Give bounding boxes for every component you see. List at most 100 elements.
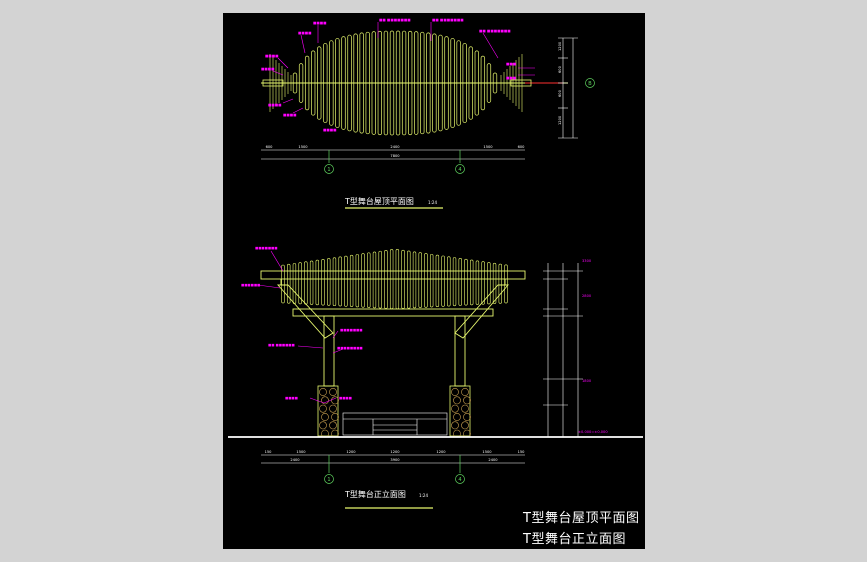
plan-rafter [377, 30, 382, 136]
svg-text:■■■■: ■■■■ [265, 54, 279, 58]
plan-rafter [432, 33, 437, 133]
plan-rafter [383, 30, 389, 136]
elev-rafter [424, 253, 428, 308]
elev-left-stone-base [317, 385, 339, 438]
svg-text:■■■■: ■■■■ [313, 21, 327, 25]
elev-right-stone-base [449, 385, 471, 438]
plan-rafter [341, 36, 346, 130]
svg-text:600: 600 [558, 65, 562, 73]
svg-text:2400: 2400 [488, 458, 498, 462]
elevation-scale: 1:24 [419, 493, 428, 498]
plan-leader-notes: ■■ ■■■■■■■ ■■ ■■■■■■■ ■■ ■■■■■■■ ■■■■ ■■… [261, 18, 517, 132]
elev-rafter [447, 256, 451, 307]
svg-text:1200: 1200 [558, 41, 562, 51]
elev-rafter [412, 251, 417, 309]
elev-axis-4: 4 [458, 477, 461, 483]
elev-rafter [418, 252, 422, 308]
elev-dimension-chain [261, 454, 525, 464]
elev-level-low: 1800 [582, 379, 592, 383]
sheet-title-line1: T型舞台屋顶平面图 [523, 511, 640, 526]
plan-dimension-text: 600 1500 2400 1500 600 7800 [266, 145, 526, 158]
plan-rafter [365, 31, 370, 135]
svg-text:■■■■: ■■■■ [261, 67, 275, 71]
plan-right-dim-text: 1200 600 600 1200 [558, 41, 562, 125]
plan-rafter [359, 32, 364, 134]
plan-rafter [292, 72, 298, 94]
plan-rafter [353, 33, 358, 133]
elev-rafter [321, 258, 325, 306]
plan-dim-total: 7800 [390, 154, 400, 158]
plan-dim-3: 2400 [390, 145, 400, 149]
elev-rafter [372, 251, 377, 309]
plan-rafter [401, 30, 407, 136]
elev-rafter [298, 262, 302, 305]
plan-axis-b: B [588, 81, 592, 87]
elev-rafter [407, 250, 411, 309]
sheet-title-line2: T型舞台正立面图 [523, 532, 626, 547]
plan-rafter [371, 31, 376, 135]
plan-rafter [408, 30, 413, 136]
elev-leaders [257, 250, 344, 404]
elev-rafter [292, 263, 297, 304]
plan-rafter [329, 40, 334, 126]
elev-rafter [475, 260, 480, 305]
elev-rafter [384, 249, 388, 309]
elev-level-mid: 2800 [582, 294, 592, 298]
svg-text:1200: 1200 [436, 450, 446, 454]
elev-bench [342, 412, 448, 436]
elev-rafter [458, 258, 462, 306]
roof-plan-view: ■■ ■■■■■■■ ■■ ■■■■■■■ ■■ ■■■■■■■ ■■■■ ■■… [261, 18, 595, 209]
elev-dimension-text: 150 1500 1200 1200 1200 1500 150 2400 39… [265, 450, 526, 462]
plan-dimension-chain [261, 149, 525, 160]
elev-rafter [469, 259, 474, 306]
svg-text:■■■■: ■■■■ [285, 396, 298, 400]
elev-rafter [452, 257, 457, 307]
elev-rafter [464, 258, 468, 306]
elev-rafter [344, 255, 348, 307]
svg-text:■■ ■■■■■■: ■■ ■■■■■■ [268, 343, 295, 347]
plan-rafter [298, 63, 304, 103]
elev-rafter [304, 261, 308, 305]
elev-rafter [481, 261, 485, 305]
plan-axis-bubbles [324, 78, 595, 174]
elev-rafter [349, 254, 354, 307]
plan-rafter [438, 34, 443, 132]
svg-text:600: 600 [558, 89, 562, 97]
elev-rafter [327, 258, 331, 306]
plan-left-end-beam [262, 79, 284, 87]
elev-rafter [498, 263, 502, 304]
elev-rafter [287, 263, 291, 304]
svg-text:■■ ■■■■■■■: ■■ ■■■■■■■ [379, 18, 411, 22]
plan-rafter [395, 30, 401, 136]
plan-rafter [426, 32, 431, 134]
plan-leaders [272, 22, 535, 114]
elev-rafter [315, 259, 320, 306]
svg-text:■■■: ■■■ [506, 62, 517, 66]
elev-rafter [361, 253, 365, 308]
elev-rafter [429, 253, 434, 308]
svg-text:1200: 1200 [558, 115, 562, 125]
plan-rafter [389, 30, 395, 136]
elev-rafter [332, 257, 337, 307]
plan-title: T型舞台屋顶平面图 [344, 196, 414, 206]
svg-text:1200: 1200 [346, 450, 356, 454]
plan-rafter [468, 46, 473, 120]
plan-rafter [444, 36, 449, 130]
plan-rafter [462, 43, 467, 123]
svg-text:3900: 3900 [390, 458, 400, 462]
plan-dim-4: 1500 [483, 145, 493, 149]
svg-text:1500: 1500 [482, 450, 492, 454]
plan-rafters [269, 30, 523, 136]
svg-text:■■■■■■■: ■■■■■■■ [340, 328, 362, 332]
front-elevation-view: ■■■■■■■ ■■■■■■ ■■ ■■■■■■ ■■■■■■■ ■■■■■■■… [228, 246, 643, 509]
plan-rafter [304, 55, 310, 111]
elev-level-marks: 3300 2800 1800 ±0.000=±0.000 [578, 259, 608, 434]
elev-rafter [281, 264, 285, 304]
plan-right-dimension [558, 37, 578, 139]
elev-rafter [309, 260, 314, 305]
plan-dim-5: 600 [518, 145, 526, 149]
plan-rafter [480, 55, 486, 111]
elev-rafter [492, 262, 497, 304]
elev-axis-1: 1 [327, 477, 330, 483]
svg-text:■■■■: ■■■■ [323, 128, 337, 132]
